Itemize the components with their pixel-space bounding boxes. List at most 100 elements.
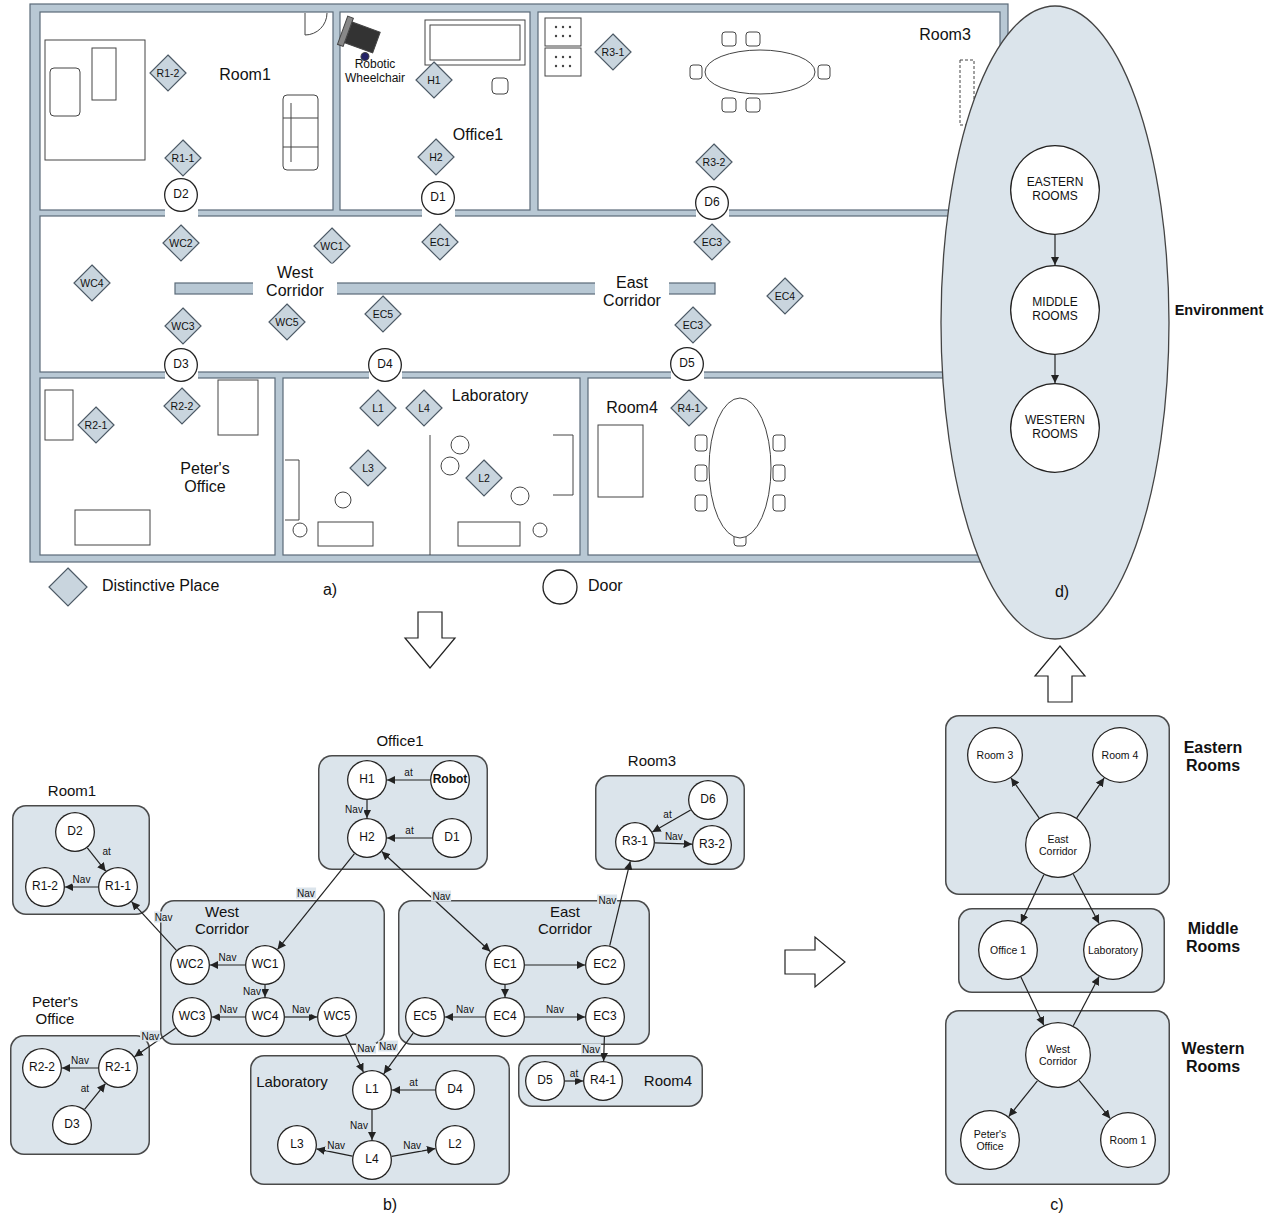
nav-arrow (278, 854, 355, 950)
text-holder: L4 (365, 1153, 378, 1167)
heading-text: East Corridor (538, 903, 592, 937)
text-holder: L3 (290, 1138, 303, 1152)
edge-label-holder: Nav (581, 1043, 601, 1054)
nav-arrow (285, 1016, 317, 1017)
text-holder: L2 (478, 472, 490, 484)
group-box: Eastern RoomsRoom 3Room 4East Corridor (945, 715, 1170, 895)
heading-text: Peter's Office (32, 993, 78, 1027)
text-holder: Room1 (219, 66, 271, 84)
text-holder: WC5 (324, 1010, 351, 1024)
nav-arrow (371, 1110, 372, 1140)
legend-text: Door (588, 577, 623, 595)
edge-label: Nav (546, 1004, 564, 1015)
node-circle: R1-1 (98, 867, 138, 907)
node-label: D4 (377, 357, 392, 371)
text-holder: R2-2 (171, 400, 194, 412)
node-label: EC1 (430, 236, 450, 248)
text-holder: Office 1 (990, 944, 1026, 956)
place-diamond: WC3 (164, 307, 202, 345)
text-holder: EC5 (373, 308, 393, 320)
edge-label-holder: Nav (291, 1004, 311, 1015)
panel-letter: d) (1055, 583, 1069, 600)
edge-label: at (570, 1068, 578, 1079)
node-label: EC1 (493, 957, 516, 971)
heading-text: Room4 (606, 399, 658, 416)
edge-label-holder: at (80, 1083, 90, 1094)
text-holder: WC3 (171, 320, 194, 332)
node-label: WC2 (169, 237, 192, 249)
node-circle: EC3 (585, 997, 625, 1037)
heading-text: Western Rooms (1182, 1040, 1245, 1075)
node-label: West Corridor (1039, 1043, 1077, 1067)
nav-arrow (366, 800, 367, 818)
heading-text: Room3 (628, 752, 676, 769)
node-circle: R2-1 (98, 1048, 138, 1088)
text-holder: EC3 (702, 236, 722, 248)
node-label: R1-1 (172, 152, 195, 164)
text-holder: EC1 (430, 236, 450, 248)
node-label: L4 (418, 402, 430, 414)
text-holder: D1 (444, 831, 459, 845)
node-label: L3 (290, 1137, 303, 1151)
label-holder: b) (383, 1196, 397, 1214)
text-holder: H1 (359, 773, 374, 787)
place-diamond: R2-1 (77, 406, 115, 444)
node-circle: West Corridor (1025, 1022, 1091, 1088)
edge-label-holder: at (404, 825, 414, 836)
place-diamond: L2 (465, 459, 503, 497)
edge-label: Nav (350, 1120, 368, 1131)
heading-text: Laboratory (452, 387, 529, 404)
heading-text: Room1 (48, 782, 96, 799)
heading-text: Room1 (219, 66, 271, 83)
edge-label: at (405, 825, 413, 836)
node-label: R3-1 (602, 46, 625, 58)
edge-label-holder: Nav (402, 1139, 422, 1150)
node-label: EC3 (683, 319, 703, 331)
node-label: EC3 (593, 1009, 616, 1023)
nav-arrow (603, 1037, 605, 1061)
text-holder: Office1 (453, 126, 503, 144)
node-label: Room 1 (1110, 1134, 1147, 1146)
text-holder: Room4 (644, 1072, 692, 1089)
node-circle: D6 (695, 186, 729, 220)
node-label: R2-2 (171, 400, 194, 412)
node-label: H1 (427, 74, 440, 86)
node-label: L1 (365, 1082, 378, 1096)
edge-label-holder: Nav (664, 830, 684, 841)
nav-arrow (525, 964, 585, 965)
node-circle: WC5 (317, 997, 357, 1037)
edge-label-holder: at (102, 846, 112, 857)
heading-text: Room4 (644, 1072, 692, 1089)
place-diamond: EC3 (693, 223, 731, 261)
group-box: Peter's OfficeR2-2R2-1D3 (10, 1035, 150, 1155)
edge-label: Nav (155, 912, 173, 923)
text-holder: East Corridor (1030, 833, 1087, 857)
group-box: East CorridorEC1EC2EC5EC4EC3 (398, 900, 650, 1045)
node-circle: WC3 (172, 997, 212, 1037)
text-holder: WC1 (320, 240, 343, 252)
heading-text: Peter's Office (180, 460, 229, 495)
nav-arrow (264, 985, 265, 997)
nav-arrow (1073, 977, 1099, 1026)
group-box: LaboratoryL1D4L3L4L2 (250, 1055, 510, 1185)
text-holder: R4-1 (590, 1074, 616, 1088)
place-diamond: L3 (349, 449, 387, 487)
edge-label: at (81, 1083, 89, 1094)
node-circle: R4-1 (583, 1061, 623, 1101)
place-diamond: R3-2 (695, 143, 733, 181)
edge-label-holder: Nav (72, 874, 92, 885)
node-label: R2-1 (85, 419, 108, 431)
node-circle: WC4 (245, 997, 285, 1037)
heading-text: Office1 (453, 126, 503, 143)
group-box: West CorridorWC2WC1WC3WC4WC5 (160, 900, 385, 1045)
node-circle: D4 (368, 348, 402, 382)
node-label: EC5 (373, 308, 393, 320)
node-circle: Room 1 (1100, 1112, 1156, 1168)
node-circle: D5 (670, 347, 704, 381)
heading-text: Office1 (376, 732, 423, 749)
node-label: WC3 (171, 320, 194, 332)
text-holder: H2 (429, 151, 442, 163)
text-holder: Middle Rooms (1173, 920, 1253, 957)
node-label: MIDDLE ROOMS (1032, 295, 1077, 323)
edge-label-holder: Nav (545, 1004, 565, 1015)
